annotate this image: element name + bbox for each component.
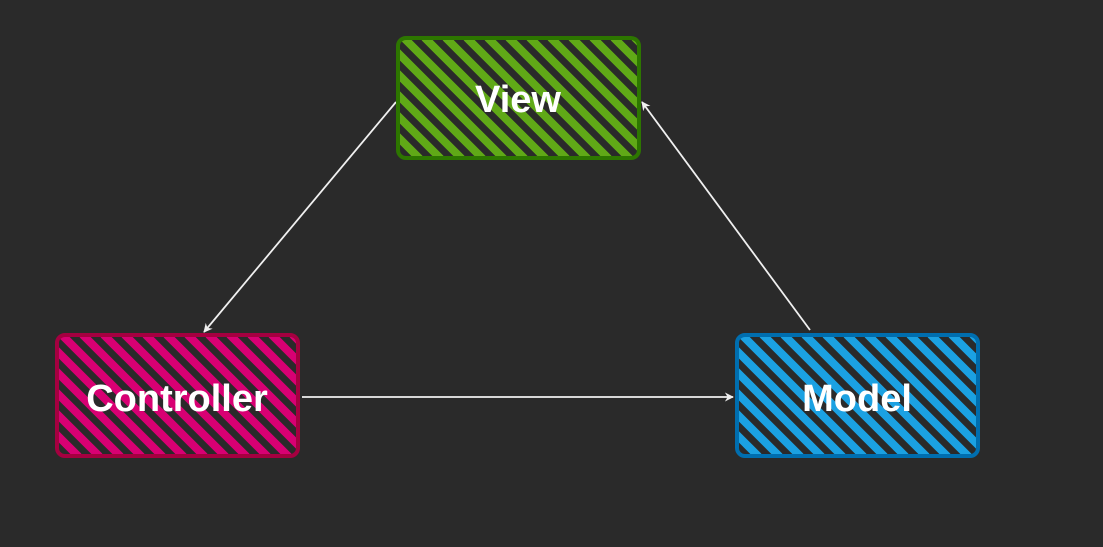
controller-hatch-stroke [184, 335, 298, 456]
controller-hatch-stroke [57, 335, 124, 456]
controller-hatch-stroke [163, 335, 292, 456]
model-hatch-stroke [969, 335, 978, 456]
model-hatch-stroke [885, 335, 978, 456]
view-label: View [475, 79, 561, 121]
controller-hatch-stroke [100, 335, 229, 456]
controller-hatch-stroke [57, 335, 166, 456]
edges [203, 101, 811, 402]
controller-hatch-stroke [398, 335, 519, 456]
view-hatch-stroke [656, 38, 776, 158]
controller-hatch-stroke [247, 335, 298, 456]
controller-border [55, 333, 300, 458]
view-hatch-stroke [740, 38, 860, 158]
controller-hatch-stroke [79, 335, 208, 456]
model-hatch-stroke [948, 335, 978, 456]
controller-hatch-stroke [57, 335, 145, 456]
controller-hatch-stroke [57, 335, 61, 456]
view-hatch-stroke [568, 38, 639, 158]
model-hatch-stroke [864, 335, 978, 456]
controller-hatch-stroke [57, 335, 103, 456]
view-hatch-stroke [421, 38, 549, 158]
controller-hatch-stroke [205, 335, 298, 456]
model-label: Model [802, 378, 912, 420]
view-hatch-stroke [442, 38, 570, 158]
model-hatch-stroke [737, 335, 783, 456]
node-view[interactable]: View [278, 36, 860, 160]
model-border [735, 333, 980, 458]
model-hatch-stroke [1057, 335, 1103, 456]
model-hatch-stroke [1036, 335, 1103, 456]
view-hatch-stroke [398, 38, 465, 158]
model-hatch-stroke [737, 335, 825, 456]
node-controller[interactable]: Controller [0, 333, 519, 458]
model-hatch-stroke [737, 335, 804, 456]
node-model[interactable]: Model [616, 333, 1103, 458]
controller-hatch-stroke [289, 335, 298, 456]
model-hatch-stroke [1015, 335, 1103, 456]
model-hatch-stroke [801, 335, 930, 456]
model-hatch-stroke [737, 335, 741, 456]
view-hatch-stroke [589, 38, 639, 158]
view-hatch-stroke [505, 38, 633, 158]
view-hatch-stroke [526, 38, 639, 158]
view-hatch [398, 38, 860, 158]
model-hatch-stroke [737, 335, 846, 456]
view-hatch-stroke [484, 38, 612, 158]
edge-view-to-controller[interactable] [203, 101, 397, 333]
view-hatch-stroke [463, 38, 591, 158]
controller-hatch-stroke [268, 335, 298, 456]
view-hatch-stroke [698, 38, 818, 158]
model-hatch-stroke [780, 335, 909, 456]
view-border [396, 36, 641, 160]
view-hatch-stroke [677, 38, 797, 158]
view-hatch-stroke [547, 38, 639, 158]
controller-hatch-stroke [335, 335, 456, 456]
controller-hatch-stroke [142, 335, 271, 456]
view-hatch-stroke [719, 38, 839, 158]
controller-hatch-stroke [58, 335, 187, 456]
model-hatch-stroke [1078, 335, 1103, 456]
controller-hatch-stroke [121, 335, 250, 456]
view-hatch-stroke [610, 38, 639, 158]
controller-hatch-stroke [356, 335, 477, 456]
view-hatch-stroke [398, 38, 486, 158]
view-hatch-stroke [400, 38, 528, 158]
edge-model-to-view[interactable] [641, 101, 811, 331]
controller-hatch-stroke [314, 335, 435, 456]
view-hatch-stroke [631, 38, 639, 158]
model-hatch-stroke [994, 335, 1103, 456]
view-hatch-stroke [398, 38, 444, 158]
model-hatch-stroke [759, 335, 888, 456]
controller-label: Controller [86, 378, 268, 420]
model-hatch-stroke [906, 335, 978, 456]
view-hatch-stroke [398, 38, 507, 158]
controller-hatch-stroke [226, 335, 298, 456]
view-hatch-stroke [398, 38, 402, 158]
controller-hatch-stroke [377, 335, 498, 456]
model-hatch-stroke [738, 335, 867, 456]
model-hatch-stroke [822, 335, 951, 456]
model-hatch-stroke [843, 335, 972, 456]
model-hatch-stroke [927, 335, 978, 456]
